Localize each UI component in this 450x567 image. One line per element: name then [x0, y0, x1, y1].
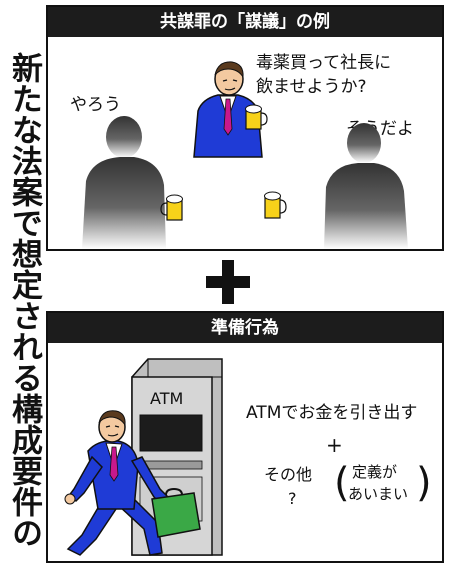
businessman-running-illustration — [64, 410, 201, 556]
businessman-center-illustration — [193, 61, 263, 158]
preparatory-act-panel: 準備行為 ATM ATMでお金を引き出す + その他 ? ( 定 — [46, 311, 444, 563]
conspiracy-example-panel: 共謀罪の「謀議」の例 毒薬買って社長に 飲ませようか? やろう そうだよ — [46, 5, 444, 251]
speech-center-line1: 毒薬買って社長に — [256, 53, 392, 73]
silhouette-right-illustration — [324, 123, 408, 249]
speech-left: やろう — [70, 95, 121, 115]
atm-sign: ATM — [150, 389, 184, 408]
vertical-title: 新たな法案で想定される構成要件の一例 — [6, 52, 42, 548]
other-question: ? — [288, 489, 297, 508]
vague-line1: 定義が — [352, 463, 398, 481]
paren-close: ) — [416, 460, 432, 506]
other-label: その他 — [264, 465, 313, 484]
plus-symbol: + — [204, 258, 252, 306]
action-text: ATMでお金を引き出す — [246, 403, 418, 423]
panel-top-header: 共謀罪の「謀議」の例 — [48, 7, 442, 37]
vague-line2: あいまい — [348, 485, 409, 503]
silhouette-left-illustration — [82, 116, 166, 249]
beer-mug-icon — [264, 191, 287, 219]
paren-open: ( — [334, 460, 350, 506]
speech-center-line2: 飲ませようか? — [256, 77, 367, 97]
beer-mug-icon — [245, 104, 268, 130]
small-plus: + — [326, 433, 343, 457]
beer-mug-icon — [160, 194, 183, 221]
panel-bottom-header: 準備行為 — [48, 313, 442, 343]
